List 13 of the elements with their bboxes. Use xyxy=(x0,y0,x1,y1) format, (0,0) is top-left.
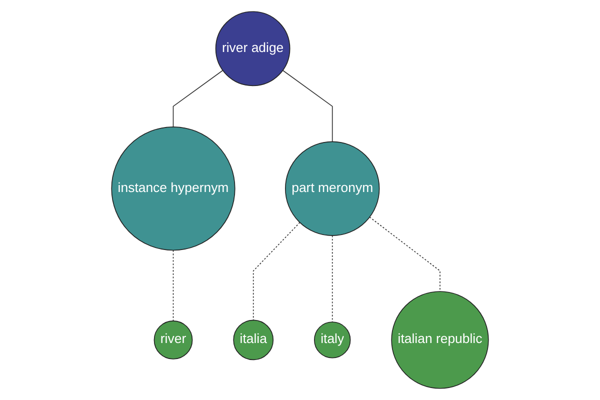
connector xyxy=(172,250,174,322)
connector xyxy=(172,70,224,128)
node-circle: italy xyxy=(314,322,351,358)
node-circle: italian republic xyxy=(391,291,489,389)
connector xyxy=(369,216,440,292)
connector xyxy=(282,70,333,142)
node-circle: italia xyxy=(233,320,274,360)
connector xyxy=(332,235,333,322)
node-circle: river xyxy=(154,320,193,360)
node-circle: instance hypernym xyxy=(111,126,236,251)
connector xyxy=(252,222,300,321)
node-circle: part meronym xyxy=(284,141,380,236)
node-circle: river adige xyxy=(215,11,290,86)
